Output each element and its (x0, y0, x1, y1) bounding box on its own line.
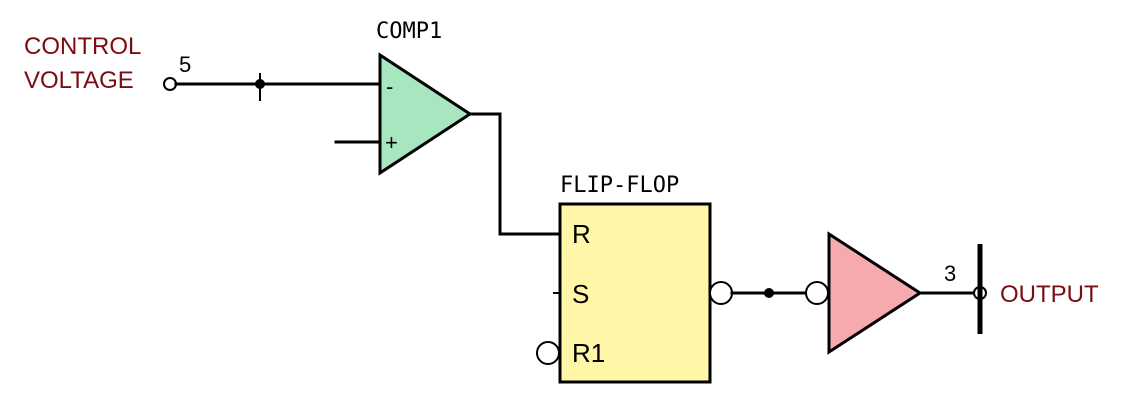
flipflop-pin-s: S (572, 279, 589, 309)
junction-dot-icon (255, 79, 265, 89)
input-terminal-icon (163, 77, 177, 91)
output-pin-number: 3 (944, 261, 956, 286)
comparator-plus-sign: + (385, 130, 398, 155)
junction-dot-2-icon (764, 288, 774, 298)
control-voltage-label-line1: CONTROL (24, 33, 141, 60)
comparator-minus-sign: - (386, 74, 393, 99)
flipflop-box (558, 202, 712, 384)
comparator-triangle (378, 52, 473, 176)
input-pin-number: 5 (179, 52, 191, 77)
comparator-to-flipflop-wire (468, 112, 562, 236)
comparator-title: COMP1 (376, 19, 442, 44)
r1-inversion-bubble-icon (536, 341, 560, 365)
flipflop-pin-r: R (572, 219, 591, 249)
flipflop-title: FLIP-FLOP (560, 173, 679, 198)
output-label: OUTPUT (1000, 281, 1099, 308)
control-voltage-label-line2: VOLTAGE (24, 67, 134, 94)
flipflop-pin-r1: R1 (572, 338, 605, 368)
buffer-triangle (827, 231, 923, 355)
buffer-input-bubble-icon (805, 281, 829, 305)
flipflop-output-bubble-icon (709, 281, 733, 305)
